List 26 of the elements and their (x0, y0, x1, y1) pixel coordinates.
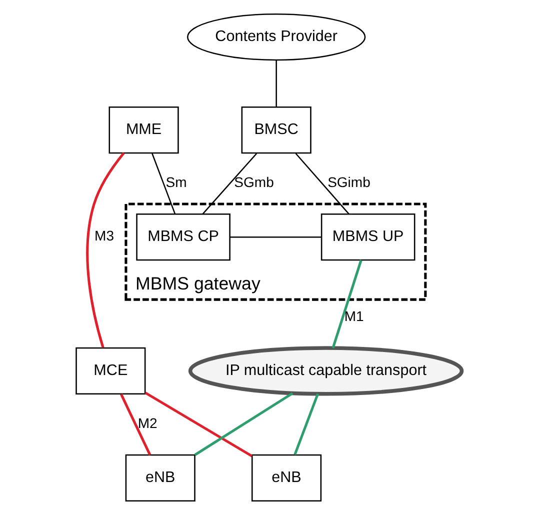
connector (144, 391, 252, 457)
connector (229, 236, 321, 238)
connector (275, 60, 276, 107)
connector (120, 393, 151, 455)
connector (294, 152, 349, 214)
connector (202, 152, 257, 214)
edge-label: M1 (344, 307, 364, 324)
connector (293, 392, 319, 455)
edge-label: SGmb (234, 174, 274, 190)
edge-label: Sm (165, 174, 186, 190)
connector (194, 392, 293, 456)
node-box: MBMS CP (136, 213, 230, 260)
node-box: BMSC (240, 106, 311, 154)
edge-label: SGimb (327, 174, 370, 190)
connector (86, 152, 124, 348)
node-box: MBMS UP (320, 213, 415, 260)
node-box: MCE (75, 346, 146, 394)
connector (331, 259, 362, 348)
node-ellipse: IP multicast capable transport (188, 346, 464, 396)
edge-label: M3 (94, 227, 114, 244)
node-box: eNB (124, 454, 195, 502)
connector (151, 152, 176, 214)
edge-label: M2 (137, 414, 157, 431)
node-box: eNB (250, 454, 322, 502)
node-ellipse: Contents Provider (186, 12, 366, 60)
node-box: MME (108, 106, 178, 154)
